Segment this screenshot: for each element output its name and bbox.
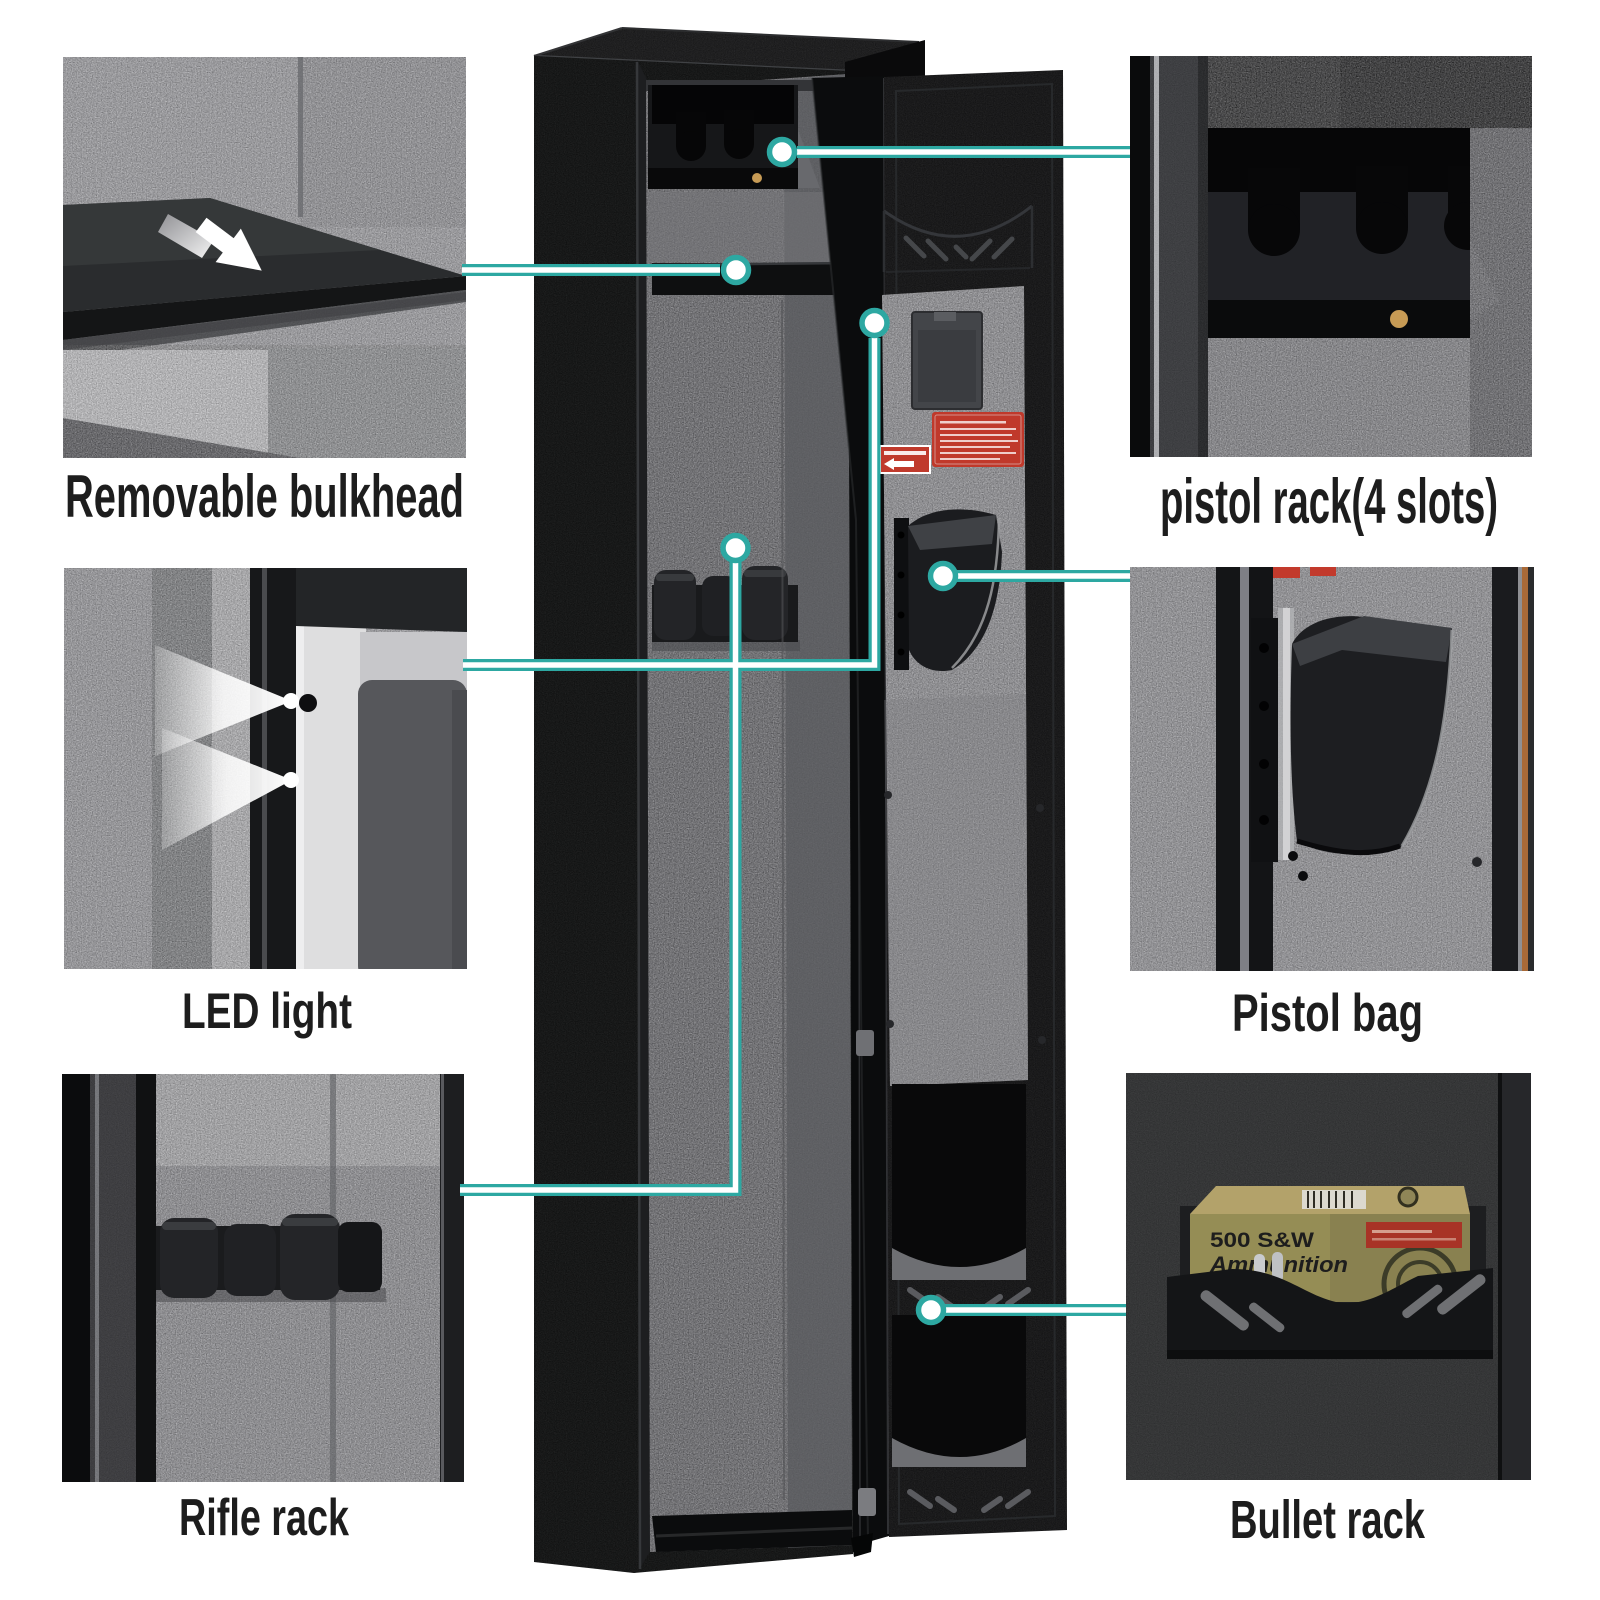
svg-text:Removable bulkhead: Removable bulkhead xyxy=(65,463,464,530)
svg-text:LED light: LED light xyxy=(182,983,352,1039)
svg-text:Pistol bag: Pistol bag xyxy=(1232,984,1423,1043)
svg-text:500 S&W: 500 S&W xyxy=(1210,1229,1314,1252)
svg-text:Rifle rack: Rifle rack xyxy=(179,1489,349,1547)
svg-text:pistol rack(4 slots): pistol rack(4 slots) xyxy=(1160,467,1498,537)
svg-text:Bullet rack: Bullet rack xyxy=(1230,1490,1426,1550)
